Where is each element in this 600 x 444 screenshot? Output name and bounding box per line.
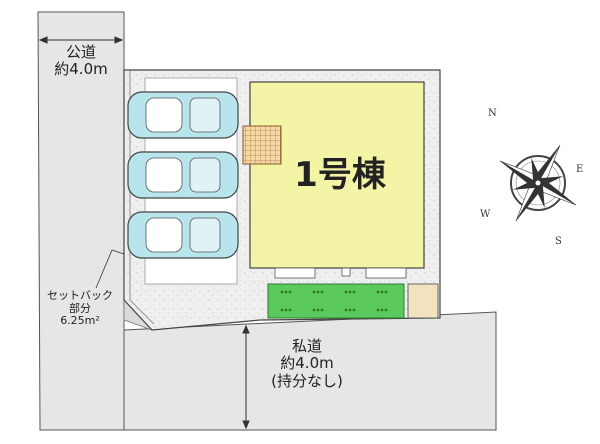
public-road-name: 公道 — [65, 43, 96, 61]
patio — [407, 283, 439, 319]
compass-n: N — [488, 108, 497, 119]
garden-plants — [280, 290, 388, 312]
private-road-width-arrow — [242, 324, 250, 430]
setback-label: セットバック 部分 6.25m² — [40, 289, 120, 328]
setback-area-value: 6.25m² — [60, 314, 100, 328]
compass-s: S — [555, 236, 562, 247]
lot-inner-border — [129, 70, 155, 325]
private-road-width: 約4.0m — [280, 354, 334, 373]
compass-w: W — [480, 209, 491, 220]
parking-space-3 — [127, 211, 239, 259]
public-road-width: 約4.0m — [54, 60, 108, 79]
fixture-2 — [341, 267, 351, 277]
parking-space-1 — [127, 91, 239, 139]
parking-space-2 — [127, 151, 239, 199]
setback-leader — [95, 249, 125, 289]
entrance-porch — [242, 125, 282, 165]
setback-part: 部分 — [69, 301, 91, 315]
garden — [267, 283, 405, 319]
setback-title: セットバック — [47, 289, 113, 302]
private-road-ownership: (持分なし) — [271, 371, 343, 390]
fixture-1 — [274, 267, 316, 279]
private-road-label: 私道 約4.0m (持分なし) — [252, 337, 362, 390]
fixture-3 — [365, 267, 407, 279]
private-road-name: 私道 — [291, 337, 322, 355]
public-road-width-arrow — [38, 36, 124, 44]
building-label: 1号棟 — [294, 155, 386, 195]
compass-rose-icon — [499, 144, 577, 222]
building-1 — [249, 81, 425, 269]
compass-e: E — [576, 164, 584, 175]
public-road-label: 公道 約4.0m — [46, 43, 116, 79]
